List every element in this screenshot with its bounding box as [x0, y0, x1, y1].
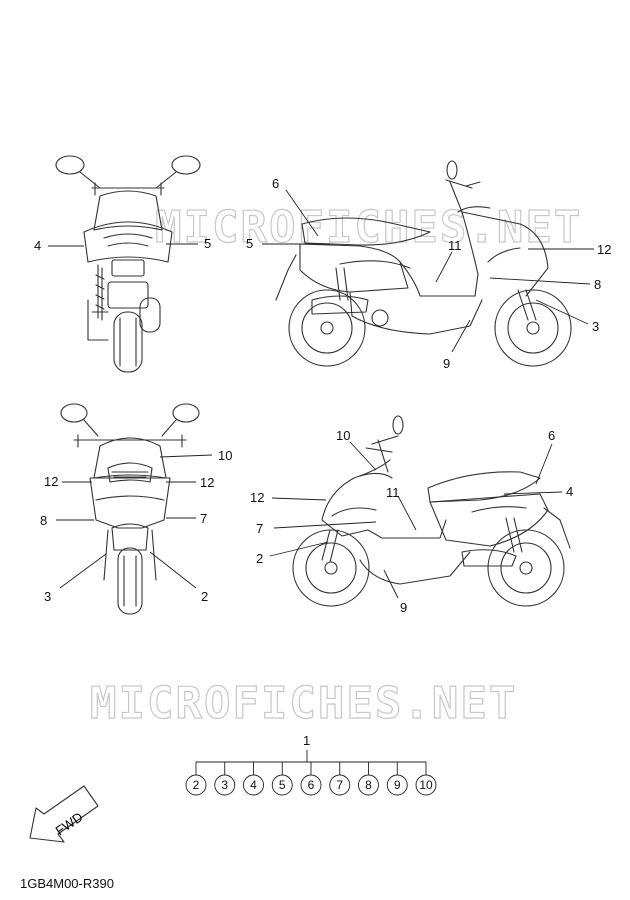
tree-child-label: 6	[308, 778, 315, 792]
tree-child-label: 3	[221, 778, 228, 792]
tree-child-label: 7	[336, 778, 343, 792]
callout-left-4: 4	[566, 484, 573, 499]
callout-right-12: 12	[597, 242, 611, 257]
callout-left-12: 12	[250, 490, 264, 505]
callout-front-7: 7	[200, 511, 207, 526]
callout-left-6: 6	[548, 428, 555, 443]
tree-child-circle	[271, 774, 293, 796]
right-side-view-scooter	[275, 160, 572, 367]
tree-child-label: 10	[419, 778, 433, 792]
callout-rear-4: 4	[34, 238, 41, 253]
forward-arrow-icon: FWD	[29, 785, 99, 843]
tree-child-circle	[300, 774, 322, 796]
callout-front-2: 2	[201, 589, 208, 604]
tree-parent-label: 1	[303, 733, 310, 748]
callout-front-12-left: 12	[44, 474, 58, 489]
tree-child-circle	[214, 774, 236, 796]
left-side-view-scooter	[292, 415, 571, 607]
callout-front-8: 8	[40, 513, 47, 528]
tree-child-label: 4	[250, 778, 257, 792]
tree-child-circle	[415, 774, 437, 796]
callout-right-9: 9	[443, 356, 450, 371]
tree-child-circle	[386, 774, 408, 796]
callout-right-11: 11	[448, 238, 462, 253]
callout-front-3: 3	[44, 589, 51, 604]
callout-left-7: 7	[256, 521, 263, 536]
watermark-bottom: MICROFICHES.NET	[90, 678, 517, 729]
tree-child-label: 9	[394, 778, 401, 792]
callout-right-6: 6	[272, 176, 279, 191]
callout-rear-5: 5	[204, 236, 211, 251]
decal-set-tree: 1 2 3 4 5 6 7 8 9 10	[185, 733, 437, 796]
tree-child-label: 2	[193, 778, 200, 792]
reference-code: 1GB4M00-R390	[20, 876, 114, 891]
front-view-scooter	[60, 403, 200, 615]
rear-view-scooter	[55, 155, 201, 373]
callout-left-11: 11	[386, 485, 400, 500]
tree-child-circle	[358, 774, 379, 796]
callout-right-5: 5	[246, 236, 253, 251]
callout-left-10: 10	[336, 428, 350, 443]
callout-right-3: 3	[592, 319, 599, 334]
callout-front-12-right: 12	[200, 475, 214, 490]
tree-child-circle	[185, 774, 207, 796]
callout-left-2: 2	[256, 551, 263, 566]
callout-front-10: 10	[218, 448, 232, 463]
callout-right-8: 8	[594, 277, 601, 292]
tree-child-label: 8	[365, 778, 372, 792]
tree-child-circle	[329, 774, 351, 796]
tree-child-label: 5	[279, 778, 286, 792]
callout-left-9: 9	[400, 600, 407, 615]
tree-child-circle	[243, 774, 264, 796]
